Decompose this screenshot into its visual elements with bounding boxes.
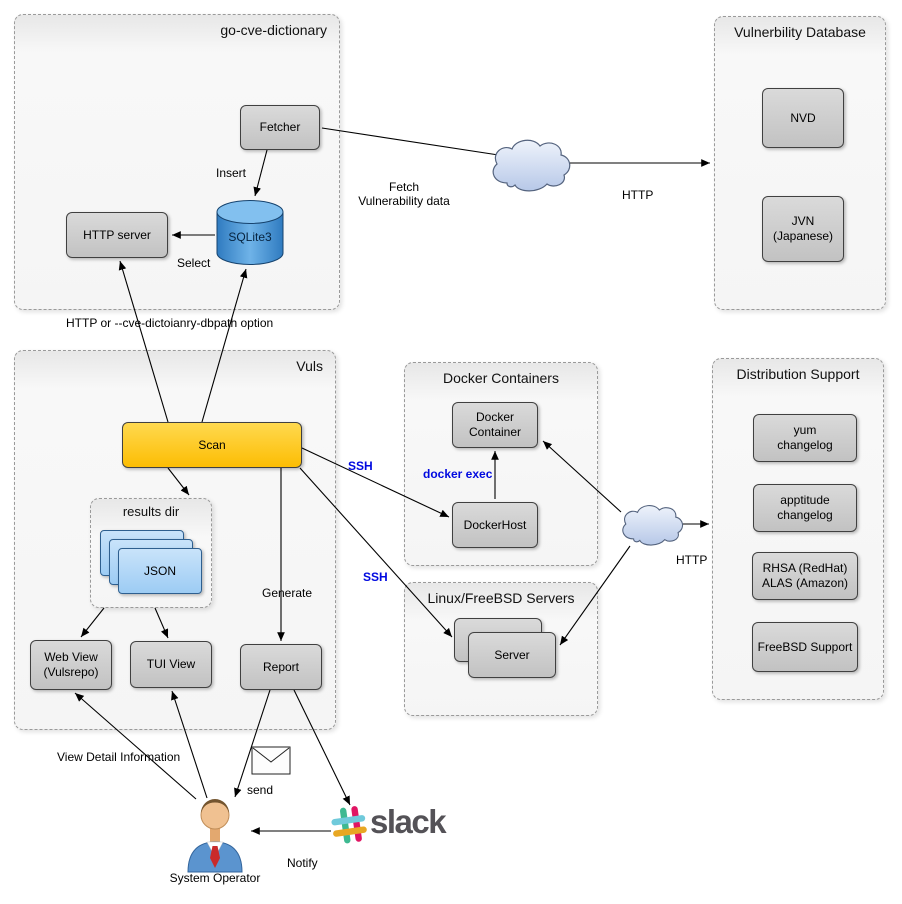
system-operator-label: System Operator bbox=[169, 871, 261, 885]
docker-containers-title: Docker Containers bbox=[443, 370, 559, 386]
ssh-docker-label: SSH bbox=[348, 459, 373, 473]
docker-exec-label: docker exec bbox=[423, 467, 493, 481]
go-cve-dictionary-title: go-cve-dictionary bbox=[220, 22, 327, 38]
slack-wordmark: slack bbox=[370, 803, 447, 840]
generate-label: Generate bbox=[262, 586, 313, 600]
http-or-dbpath-label: HTTP or --cve-dictoianry-dbpath option bbox=[66, 316, 274, 330]
system-operator-icon bbox=[187, 799, 243, 873]
yum-changelog-node: yum changelog bbox=[753, 414, 857, 462]
scan-node: Scan bbox=[122, 422, 302, 468]
web-view-node: Web View (Vulsrepo) bbox=[30, 640, 112, 690]
tui-view-node: TUI View bbox=[130, 641, 212, 688]
fetcher-node: Fetcher bbox=[240, 105, 320, 150]
freebsd-support-node: FreeBSD Support bbox=[752, 622, 858, 672]
docker-host-node: DockerHost bbox=[452, 502, 538, 548]
insert-label: Insert bbox=[216, 166, 247, 180]
nvd-node: NVD bbox=[762, 88, 844, 148]
apptitude-changelog-node: apptitude changelog bbox=[753, 484, 857, 532]
group-vulnerability-database: Vulnerbility Database bbox=[714, 16, 886, 310]
fetch-vulnerability-data-label: Fetch Vulnerability data bbox=[358, 180, 450, 208]
report-node: Report bbox=[240, 644, 322, 690]
http-distribution-label: HTTP bbox=[676, 553, 708, 567]
server-node: Server bbox=[468, 632, 556, 678]
select-label: Select bbox=[177, 256, 211, 270]
ssh-servers-label: SSH bbox=[363, 570, 388, 584]
send-label: send bbox=[247, 783, 274, 797]
cloud-internet-right-icon bbox=[622, 505, 684, 546]
docker-container-node: Docker Container bbox=[452, 402, 538, 448]
vulnerability-database-title: Vulnerbility Database bbox=[734, 24, 866, 40]
group-go-cve-dictionary: go-cve-dictionary bbox=[14, 14, 340, 310]
rhsa-alas-node: RHSA (RedHat) ALAS (Amazon) bbox=[752, 552, 858, 600]
distribution-support-title: Distribution Support bbox=[736, 366, 860, 382]
json-node: JSON bbox=[118, 548, 202, 594]
envelope-icon bbox=[251, 746, 291, 775]
linux-freebsd-servers-title: Linux/FreeBSD Servers bbox=[427, 590, 575, 606]
view-detail-information-label: View Detail Information bbox=[57, 750, 181, 764]
notify-label: Notify bbox=[287, 856, 318, 870]
cloud-internet-top-icon bbox=[492, 139, 571, 192]
sqlite3-label: SQLite3 bbox=[228, 230, 272, 244]
http-server-node: HTTP server bbox=[66, 212, 168, 258]
results-dir-title: results dir bbox=[122, 504, 180, 519]
jvn-node: JVN (Japanese) bbox=[762, 196, 844, 262]
http-vulndb-label: HTTP bbox=[622, 188, 654, 202]
slack-logo-icon bbox=[331, 806, 367, 844]
vuls-title: Vuls bbox=[296, 358, 323, 374]
